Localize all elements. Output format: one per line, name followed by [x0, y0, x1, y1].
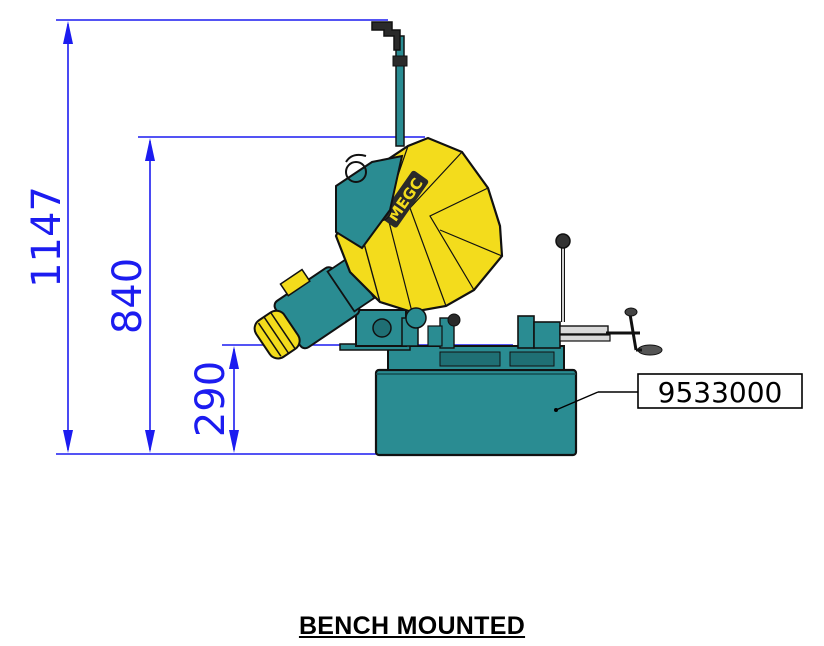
arrow-up [229, 346, 239, 369]
dimension-overall-height: 1147 [24, 19, 388, 455]
arrow-down [63, 430, 73, 453]
saw-handle [371, 21, 408, 147]
dimension-base-height: 290 [188, 344, 513, 453]
vise-handle [606, 307, 663, 356]
arrow-up [145, 138, 155, 161]
arrow-up [63, 21, 73, 44]
leader-line [555, 391, 599, 411]
saw-blade [405, 307, 461, 329]
feed-lever [555, 233, 571, 322]
vise-assembly [427, 315, 611, 349]
gearbox-head [335, 153, 404, 250]
dimension-blade-height: 840 [105, 136, 425, 453]
part-number-box [637, 373, 803, 409]
dimension-label-840: 840 [105, 258, 151, 334]
drawing-caption: BENCH MOUNTED [298, 612, 526, 640]
part-callout: 9533000 [554, 373, 803, 412]
bench-base [374, 368, 578, 457]
dimension-label-290: 290 [188, 361, 234, 437]
cold-saw-machine: MEGC [253, 21, 663, 457]
arrow-down [145, 430, 155, 453]
motor [253, 256, 376, 360]
arrow-down [229, 430, 239, 453]
dimension-label-1147: 1147 [24, 186, 70, 288]
part-number: 9533000 [658, 376, 783, 409]
